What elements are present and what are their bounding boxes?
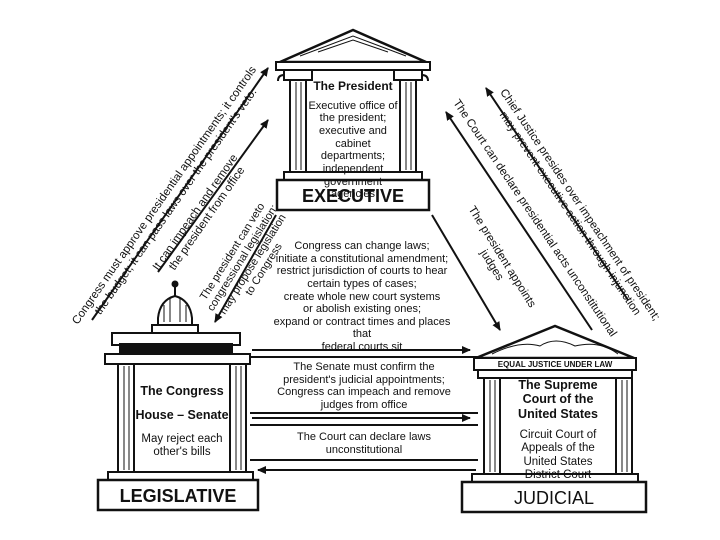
legislative-subtitle: House – Senate	[135, 408, 229, 423]
executive-panel: The President Executive office of the pr…	[306, 79, 400, 201]
executive-label: EXECUTIVE	[302, 186, 404, 206]
legislative-building	[96, 280, 260, 512]
capitol-colonnade	[119, 343, 233, 355]
judicial-title: The Supreme Court of the United States	[518, 378, 598, 421]
judicial-label: JUDICIAL	[514, 488, 594, 508]
check-center-mid: The Senate must confirm the president's …	[277, 361, 451, 411]
legislative-base	[96, 478, 260, 512]
legislative-label: LEGISLATIVE	[120, 486, 237, 506]
center-bands	[250, 356, 478, 461]
legislative-panel: The Congress House – Senate May reject e…	[134, 384, 230, 459]
arrow-president-to-congress	[214, 214, 277, 323]
arrow-congress-to-president-outer	[91, 67, 269, 321]
arrow-court-to-president-inner	[445, 111, 593, 331]
judicial-base	[460, 480, 648, 514]
executive-base	[275, 178, 431, 212]
legislative-right-column	[229, 363, 247, 473]
legislative-title: The Congress	[140, 384, 224, 398]
executive-cornice	[275, 61, 431, 71]
judicial-panel: The Supreme Court of the United States C…	[500, 378, 616, 482]
check-right-inner: The president appoints judges	[455, 204, 540, 319]
executive-right-column	[399, 79, 417, 173]
check-right-outer: Chief Justice presides over impeachment …	[486, 87, 663, 333]
executive-left-column	[289, 79, 307, 173]
judicial-right-column	[615, 377, 633, 475]
executive-pediment	[279, 28, 427, 64]
judicial-left-column	[483, 377, 501, 475]
executive-building	[275, 28, 431, 212]
capitol-dome	[157, 294, 193, 325]
legislative-desc: May reject each other's bills	[141, 432, 223, 458]
arrow-court-to-president-outer	[485, 87, 629, 301]
arrow-congress-to-president-inner	[157, 119, 269, 273]
check-center-top: Congress can change laws; initiate a con…	[273, 240, 451, 354]
executive-title: The President	[313, 79, 393, 93]
check-center-bottom: The Court can declare laws unconstitutio…	[297, 431, 431, 456]
arrow-president-to-court	[431, 214, 501, 331]
executive-desc: Executive office of the president; execu…	[308, 99, 398, 201]
judicial-building	[460, 324, 648, 514]
legislative-left-column	[117, 363, 135, 473]
judicial-desc: Circuit Court of Appeals of the United S…	[519, 429, 597, 481]
judicial-frieze-text: EQUAL JUSTICE UNDER LAW	[498, 360, 613, 369]
check-arrows	[91, 67, 629, 474]
